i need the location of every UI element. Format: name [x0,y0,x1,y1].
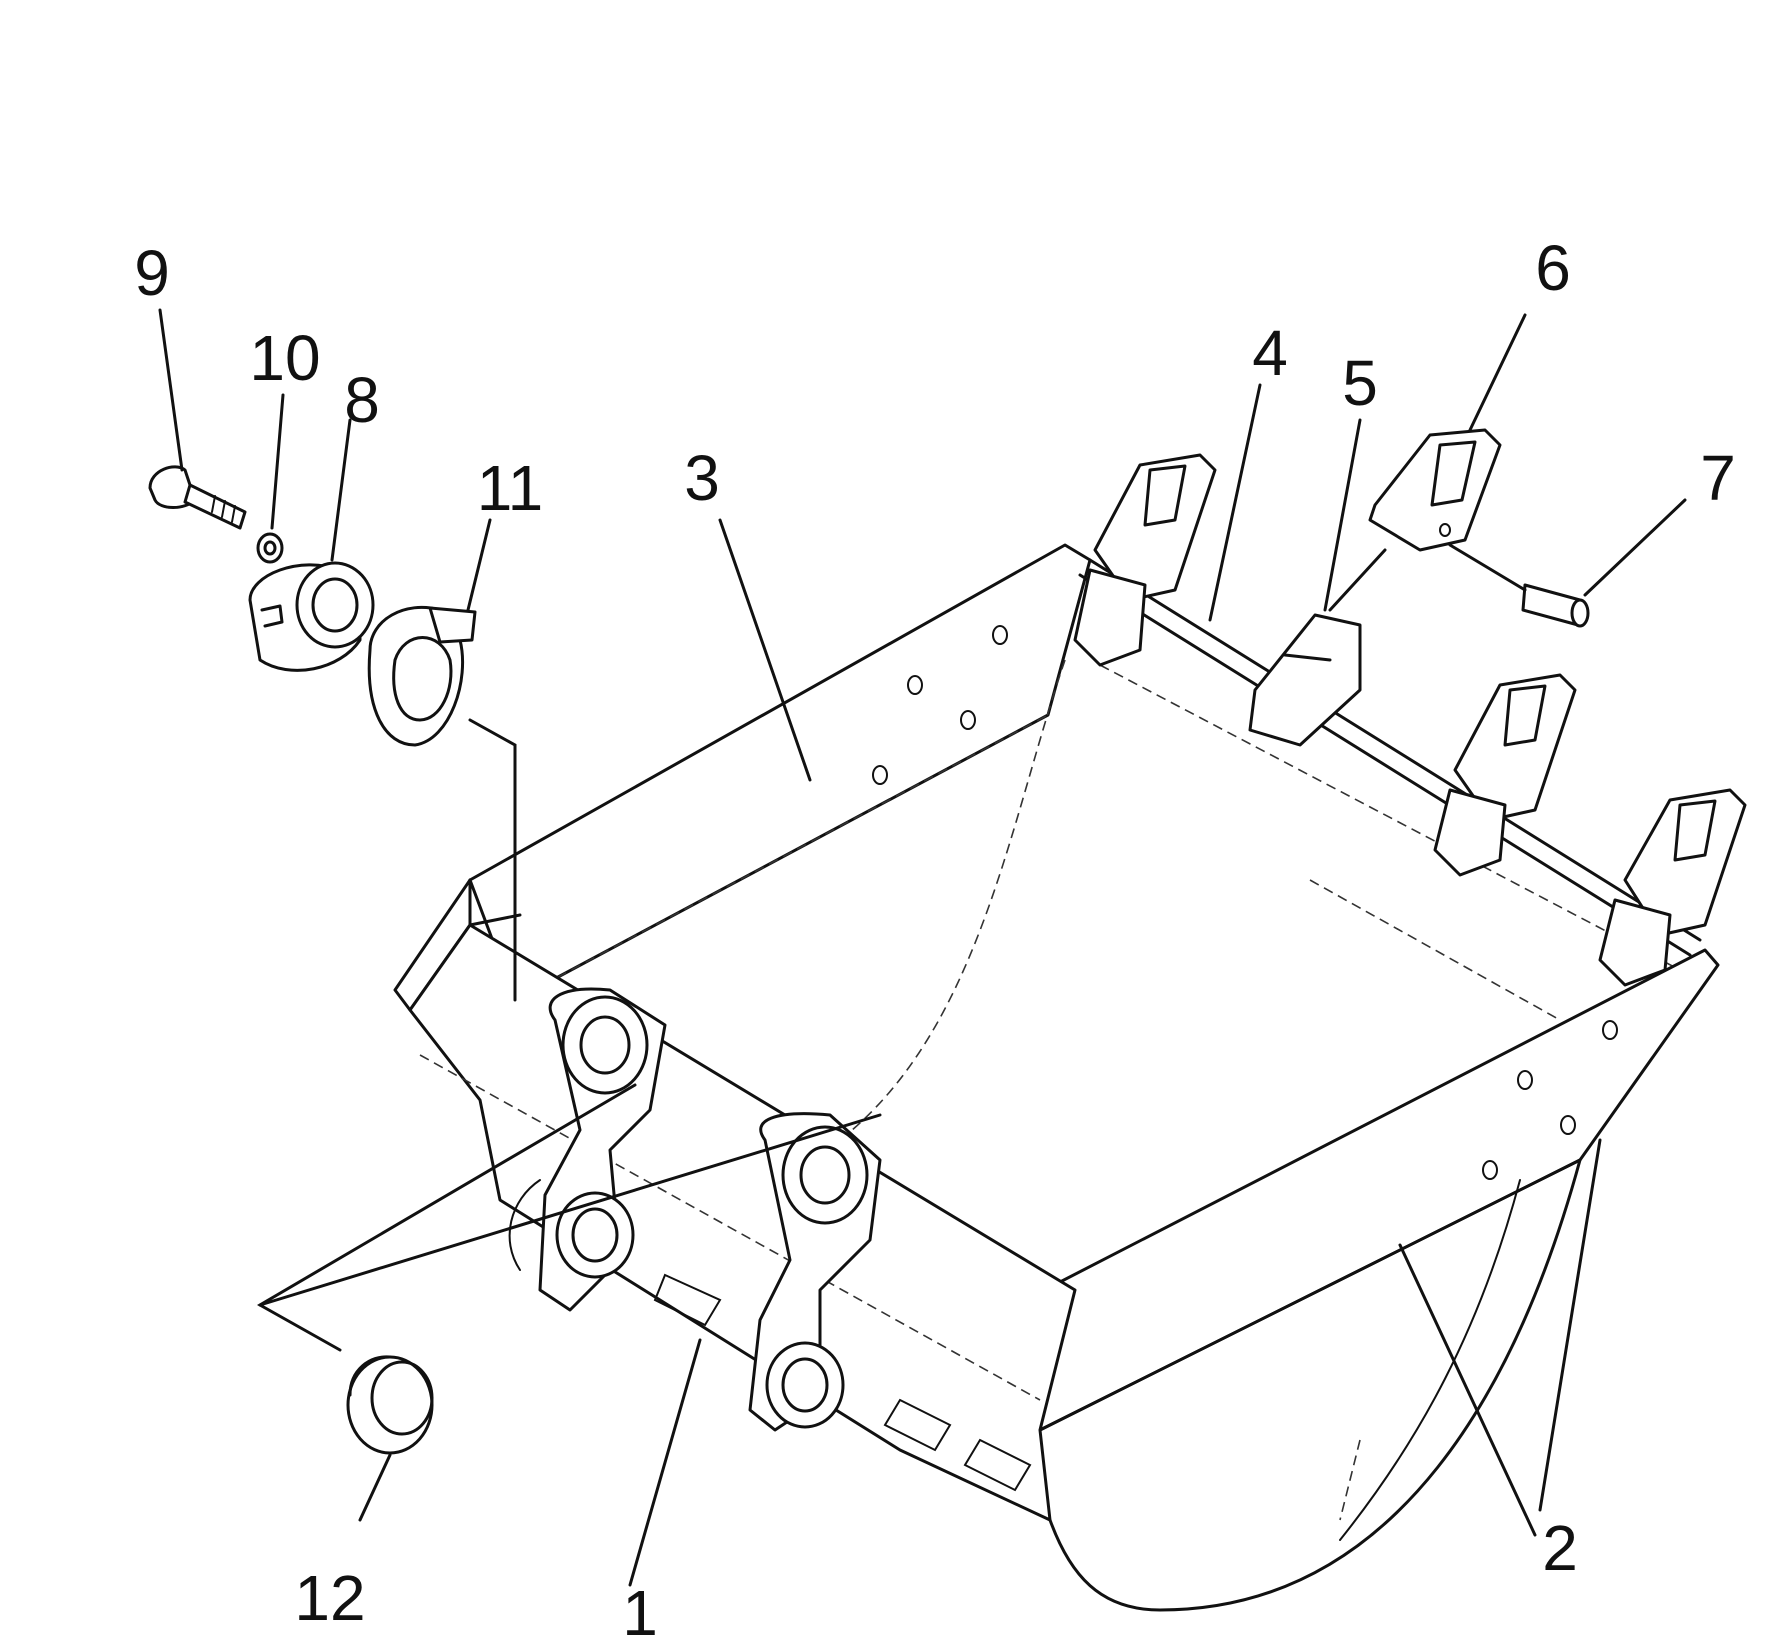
callout-1: 1 [622,1577,658,1635]
tooth-1 [1073,453,1217,667]
leader-lines [158,308,1687,1587]
callout-6: 6 [1535,232,1571,304]
tooth-4 [1598,788,1747,987]
callout-11: 11 [477,452,543,524]
callout-labels: 1 2 3 4 5 6 7 8 9 10 11 12 [134,232,1736,1635]
callout-8: 8 [344,364,380,436]
cutting-edge [1078,558,1702,957]
callout-5: 5 [1342,347,1378,419]
bucket-body [393,543,1720,1612]
side-plate-bolt-holes [872,625,1618,1180]
bucket-inner-curve [839,659,1066,1141]
leader-2 [1398,1243,1537,1537]
callout-12: 12 [294,1562,365,1634]
leader-11b [468,718,517,1002]
leader-12 [358,1453,392,1522]
washer [256,532,284,564]
bucket-inner-line-mid [1309,879,1561,1021]
leader-8 [330,418,352,562]
callout-10: 10 [249,322,320,394]
callout-9: 9 [134,237,170,309]
leader-2b [1538,1138,1602,1512]
left-side-plate [468,543,1092,1002]
callout-2: 2 [1542,1512,1578,1584]
leader-12c [258,1113,882,1307]
leader-5 [1323,418,1362,612]
leader-9 [158,308,184,472]
wear-strips [508,1179,1032,1492]
shim-plate [248,561,375,672]
leader-3 [718,518,812,782]
bucket-teeth [1073,453,1747,987]
bucket-inner-line-back [1099,664,1681,971]
callout-7: 7 [1700,442,1736,514]
leader-5b [1328,548,1387,612]
back-plate [408,923,1077,1522]
back-plate-edge [468,878,522,927]
back-plate-dash [419,1054,1041,1401]
leader-4 [1208,383,1262,622]
tooth-2 [1248,613,1362,747]
leader-6 [1468,313,1527,432]
tooth-point [1368,428,1502,552]
bucket-shell-inner [1339,1179,1521,1541]
bucket-shell-dash [1339,1439,1361,1521]
boss-holes [555,995,869,1429]
leader-7 [1583,498,1687,597]
leader-11 [466,518,492,612]
shim-ring [367,605,477,747]
leader-10 [270,393,285,530]
bushing [346,1355,434,1455]
bolt [148,465,247,530]
right-side-plate-inner [1038,1158,1582,1432]
leader-1 [628,1338,702,1587]
callout-4: 4 [1252,317,1288,389]
bucket-shell [1048,1158,1582,1612]
leader-7b [1448,543,1527,592]
tooth-3 [1433,673,1577,877]
bucket-floor-line [514,714,1049,1001]
tooth-pin [1521,583,1590,628]
callout-3: 3 [684,442,720,514]
